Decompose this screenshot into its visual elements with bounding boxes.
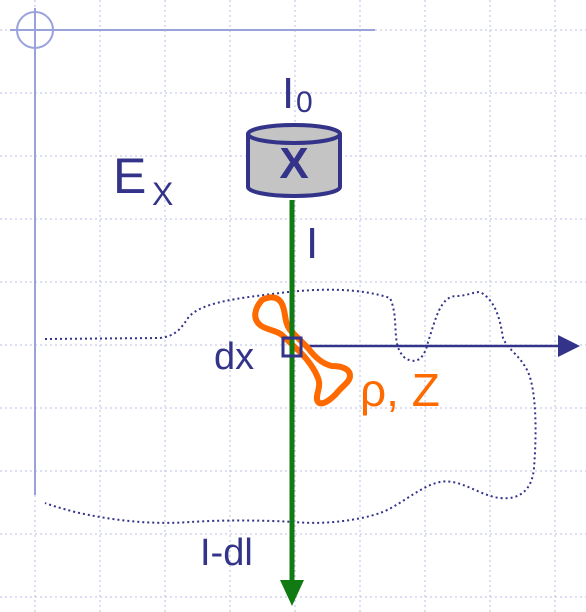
- beam-arrow: [280, 200, 304, 606]
- source-intensity-label: I: [282, 69, 294, 118]
- element-thickness-label: dx: [214, 336, 254, 378]
- bone-icon: [252, 294, 353, 407]
- energy-label: E: [113, 148, 146, 204]
- source-body: [246, 134, 342, 198]
- dx-square-icon: [281, 336, 303, 358]
- x-ray-tube-icon: X: [246, 123, 342, 198]
- energy-subscript: X: [152, 176, 173, 212]
- frame-corner-circle: [16, 11, 54, 49]
- horizontal-axis-arrow: [298, 335, 580, 357]
- intensity-label: I: [306, 219, 318, 268]
- horizontal-arrow-head: [558, 335, 580, 357]
- beam-arrow-head: [280, 580, 304, 606]
- source-top: [246, 123, 342, 145]
- object-outline: [44, 288, 537, 524]
- transmitted-intensity-label: I-dl: [200, 532, 253, 574]
- slide-frame: [10, 8, 375, 495]
- source-symbol: X: [279, 139, 308, 188]
- source-intensity-subscript: 0: [296, 86, 313, 119]
- material-props-label: ρ, Z: [360, 364, 440, 416]
